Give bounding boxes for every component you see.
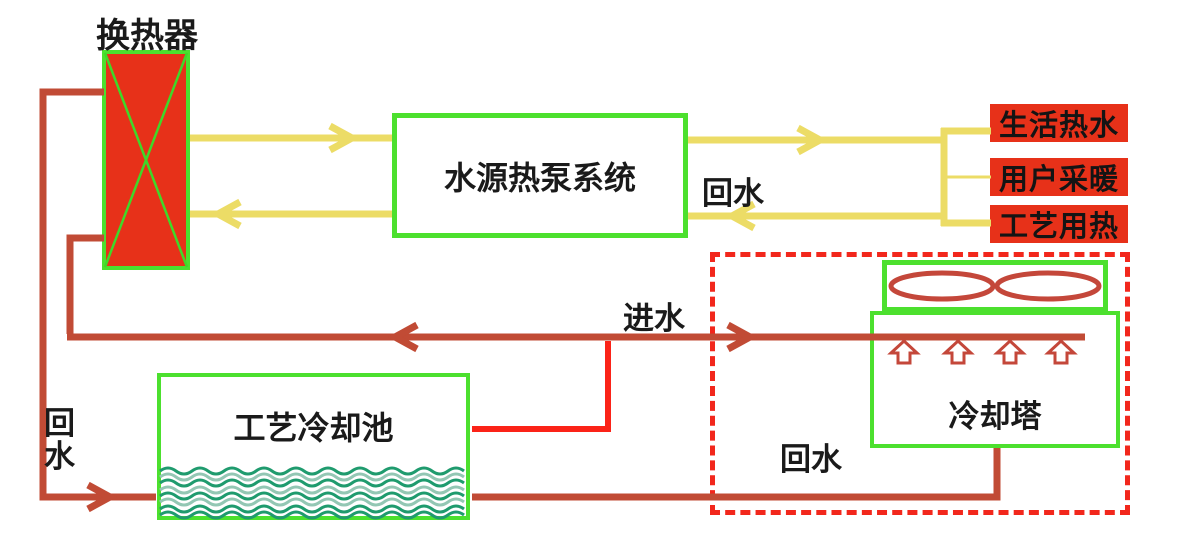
cooling-pool-label: 工艺冷却池 <box>233 410 394 446</box>
arrow-right-icon <box>86 481 118 513</box>
heat-pump-label: 水源热泵系统 <box>443 159 636 196</box>
arrow-left-icon <box>210 198 242 230</box>
pool-return-label: 回 水 <box>44 406 75 475</box>
tower-return-label: 回水 <box>780 442 842 477</box>
load-box-user-heating: 用户采暖 <box>990 158 1128 196</box>
load-box-domestic-hot-water: 生活热水 <box>990 104 1128 142</box>
arrow-left-icon <box>387 321 419 353</box>
cooling-tower-fan-box <box>882 260 1108 312</box>
heat-pump-return-label: 回水 <box>702 176 764 211</box>
arrow-right-icon <box>796 124 828 156</box>
heat-pump-box: 水源热泵系统 <box>392 113 688 238</box>
pool-inlet-connector-line <box>472 341 611 432</box>
load-label: 生活热水 <box>998 110 1119 142</box>
cooling-tower-label: 冷却塔 <box>948 399 1042 434</box>
cooling-tower-dotted-boundary <box>710 252 1130 515</box>
heat-exchanger-title: 换热器 <box>96 17 198 55</box>
arrow-right-icon <box>328 122 360 154</box>
load-label: 用户采暖 <box>998 164 1119 196</box>
load-box-process-heat: 工艺用热 <box>990 205 1128 243</box>
heat-exchanger-box <box>102 50 190 270</box>
load-label: 工艺用热 <box>998 211 1119 243</box>
inlet-water-label: 进水 <box>623 301 685 336</box>
